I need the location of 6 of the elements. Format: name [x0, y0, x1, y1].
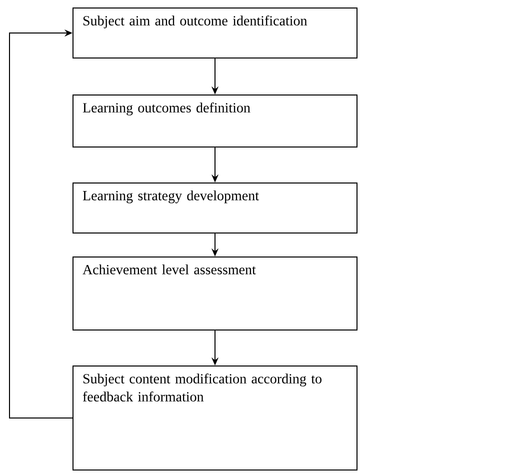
process-box: Learning outcomes definition	[72, 94, 358, 148]
process-box: Subject content modification according to feedback information	[72, 366, 358, 470]
process-box: Subject aim and outcome identification	[72, 8, 358, 58]
arrow	[9, 29, 73, 418]
process-box: Achievement level assessment	[72, 256, 358, 330]
process-box: Learning strategy development	[72, 182, 358, 234]
